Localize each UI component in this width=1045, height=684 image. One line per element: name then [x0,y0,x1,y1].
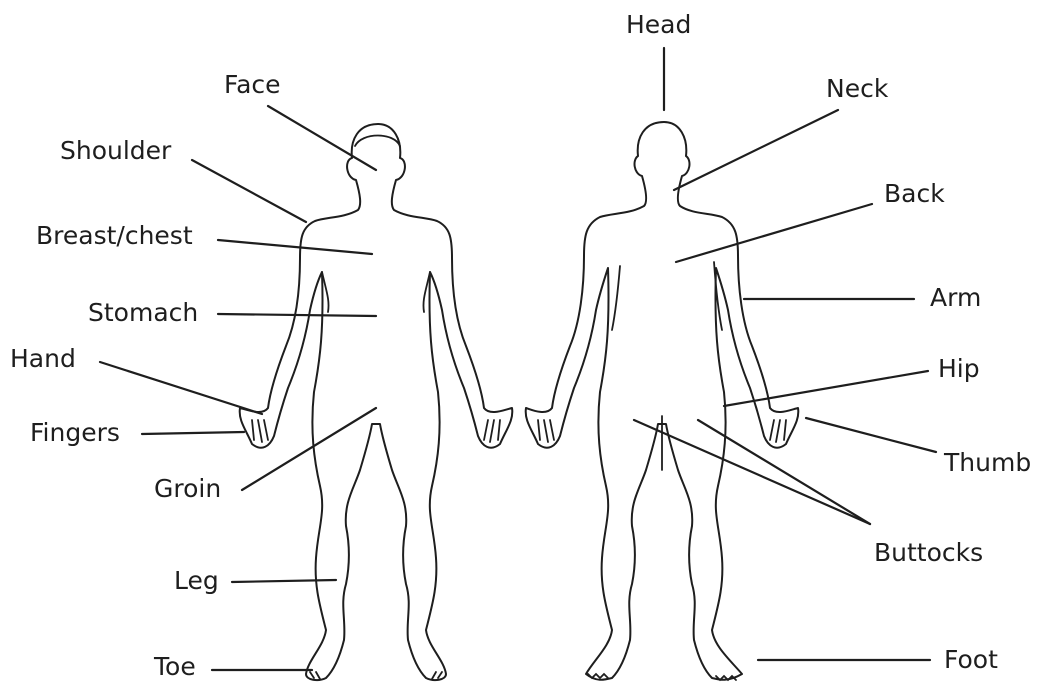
fingers-label: Fingers [30,420,120,445]
fingers-leader [142,432,244,434]
thumb-leader [806,418,936,452]
buttocks-leader-left [634,420,870,524]
leader-lines [100,48,936,670]
groin-label: Groin [154,476,221,501]
stomach-label: Stomach [88,300,198,325]
arm-label: Arm [930,285,981,310]
toe-label: Toe [154,654,196,679]
leg-label: Leg [174,568,219,593]
foot-label: Foot [944,647,998,672]
neck-leader [674,110,838,190]
hand-leader [100,362,262,414]
hip-label: Hip [938,356,980,381]
face-label: Face [224,72,281,97]
head-label: Head [626,12,691,37]
neck-label: Neck [826,76,888,101]
thumb-label: Thumb [944,450,1031,475]
breast-chest-label: Breast/chest [36,223,193,248]
buttocks-label: Buttocks [874,540,983,565]
shoulder-label: Shoulder [60,138,171,163]
back-label: Back [884,181,945,206]
shoulder-leader [192,160,306,222]
hand-label: Hand [10,346,76,371]
